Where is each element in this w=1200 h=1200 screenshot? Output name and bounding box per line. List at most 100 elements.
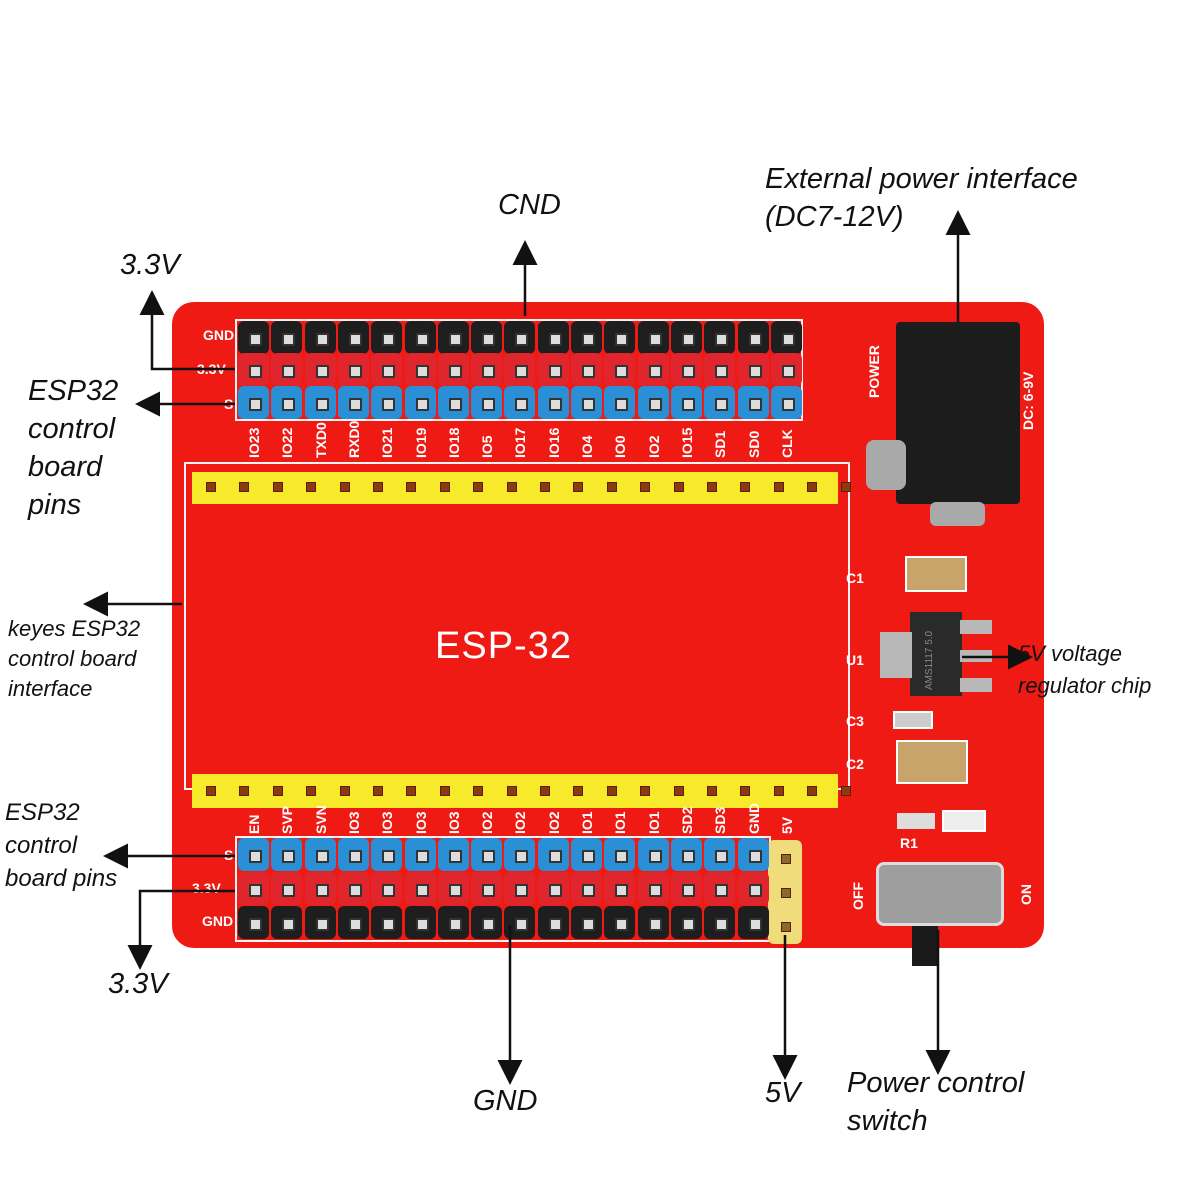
signal-pin — [737, 838, 769, 871]
gnd-pin — [670, 906, 702, 939]
gnd-pin — [604, 906, 636, 939]
gnd-pin — [571, 906, 602, 939]
annotation-5v: 5V — [765, 1077, 801, 1109]
signal-pin — [604, 838, 636, 871]
signal-pin — [537, 838, 569, 871]
gnd-pin — [637, 321, 669, 354]
signal-pin — [704, 386, 736, 419]
power-3v3-pin — [404, 353, 436, 386]
signal-pin — [571, 838, 602, 871]
power-3v3-pin — [770, 353, 802, 386]
power-3v3-pin — [537, 353, 569, 386]
header-hole — [840, 482, 851, 492]
annotation-ext-power: External power interface (DC7-12V) — [765, 163, 1078, 233]
signal-pin — [537, 386, 569, 419]
power-switch[interactable] — [876, 862, 1004, 926]
power-3v3-pin — [504, 353, 536, 386]
gnd-pin — [404, 321, 436, 354]
header-hole — [339, 786, 350, 796]
gnd-pin — [704, 321, 736, 354]
annotation-pins-bottom: ESP32 control board pins — [5, 799, 118, 892]
header-hole — [840, 786, 851, 796]
header-hole — [406, 786, 417, 796]
gnd-pin — [371, 906, 403, 939]
5v-pin — [780, 888, 791, 898]
header-hole — [406, 482, 417, 492]
power-3v3-pin — [704, 353, 736, 386]
dc-power-jack — [896, 322, 1020, 504]
signal-pin — [304, 386, 336, 419]
header-hole — [640, 482, 651, 492]
arrow-3v3-bottom — [127, 889, 235, 970]
gnd-pin — [371, 321, 403, 354]
signal-pin — [271, 386, 303, 419]
signal-pin — [404, 838, 436, 871]
gnd-pin — [704, 906, 736, 939]
power-3v3-pin — [437, 353, 469, 386]
power-3v3-pin — [238, 872, 269, 905]
power-3v3-pin — [304, 353, 336, 386]
power-3v3-pin — [737, 872, 769, 905]
power-3v3-pin — [337, 872, 369, 905]
switch-lever[interactable] — [912, 926, 938, 966]
power-3v3-pin — [604, 872, 636, 905]
header-hole — [773, 482, 784, 492]
power-3v3-pin — [637, 872, 669, 905]
gnd-pin — [637, 906, 669, 939]
annotation-regulator: 5V voltage regulator chip — [1018, 641, 1152, 698]
module-title: ESP-32 — [435, 625, 572, 667]
header-hole — [740, 786, 751, 796]
row-label-gnd-bottom: GND — [202, 913, 234, 929]
signal-pin — [571, 386, 602, 419]
signal-pin — [337, 386, 369, 419]
power-3v3-pin — [371, 872, 403, 905]
signal-pin — [637, 838, 669, 871]
signal-pin — [471, 386, 503, 419]
signal-pin — [437, 838, 469, 871]
header-hole — [707, 482, 717, 492]
annotation-3v3-bottom: 3.3V — [108, 968, 168, 1000]
gnd-pin — [670, 321, 702, 354]
header-hole — [373, 482, 383, 492]
chip-lead — [960, 620, 992, 634]
row-label-gnd: GND — [203, 327, 235, 343]
annotation-gnd-top: CND — [498, 189, 561, 221]
header-hole — [206, 482, 216, 492]
gnd-pin — [537, 321, 569, 354]
gnd-pin — [437, 321, 469, 354]
jack-pad — [866, 440, 906, 490]
power-3v3-pin — [670, 872, 702, 905]
gnd-pin — [337, 906, 369, 939]
gnd-pin — [437, 906, 469, 939]
header-hole — [606, 482, 617, 492]
gnd-pin — [737, 906, 769, 939]
header-hole — [339, 482, 350, 492]
signal-pin — [471, 838, 503, 871]
gnd-pin — [604, 321, 636, 354]
header-hole — [439, 786, 450, 796]
gnd-pin — [238, 321, 269, 354]
power-3v3-pin — [571, 872, 602, 905]
signal-pin — [238, 386, 269, 419]
signal-pin — [770, 386, 802, 419]
gnd-pin — [471, 906, 503, 939]
power-3v3-pin — [670, 353, 702, 386]
label-c3: C3 — [846, 713, 864, 729]
signal-pin — [371, 386, 403, 419]
header-hole — [540, 482, 550, 492]
header-hole — [573, 786, 584, 796]
header-hole — [773, 786, 784, 796]
header-hole — [439, 482, 450, 492]
label-u1: U1 — [846, 652, 864, 668]
signal-pin — [637, 386, 669, 419]
signal-pin — [437, 386, 469, 419]
gnd-pin — [404, 906, 436, 939]
power-3v3-pin — [304, 872, 336, 905]
jack-pad — [930, 502, 985, 526]
signal-pin — [670, 838, 702, 871]
signal-pin — [604, 386, 636, 419]
header-hole — [807, 786, 818, 796]
annotation-interface: keyes ESP32 control board interface — [8, 616, 141, 701]
gnd-pin — [770, 321, 802, 354]
signal-pin — [271, 838, 303, 871]
